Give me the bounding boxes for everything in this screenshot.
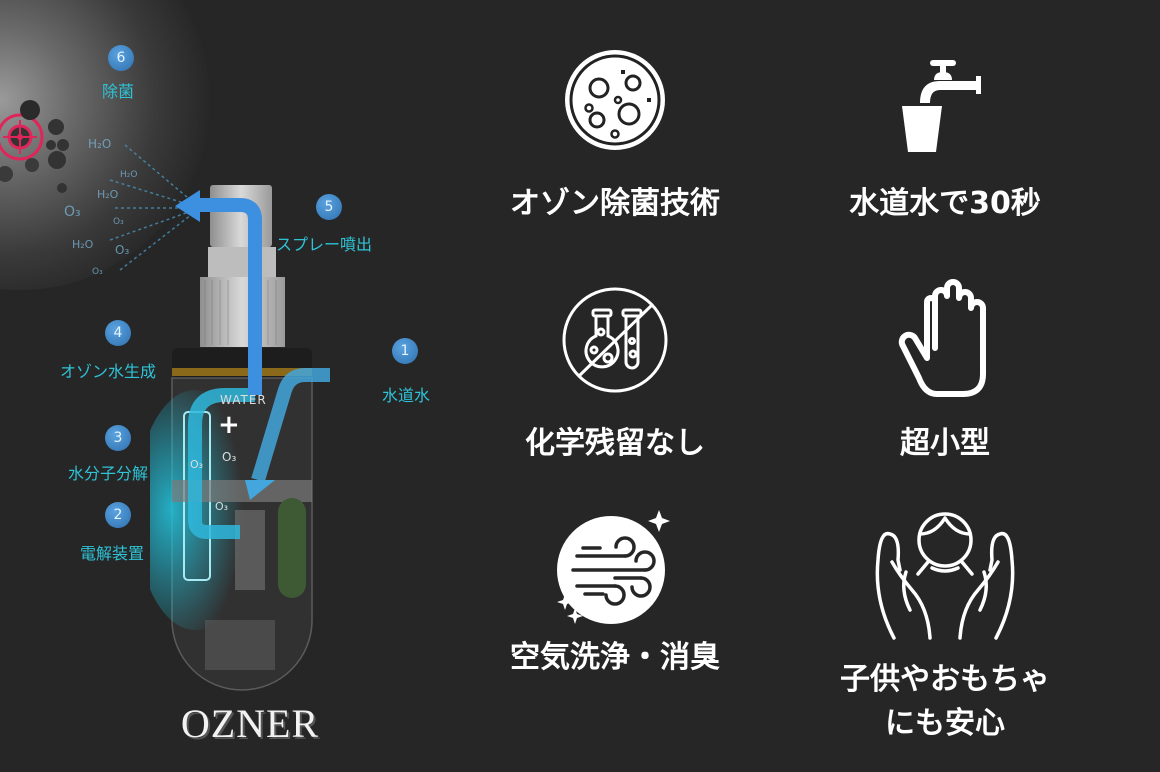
feature-title: 超小型 [900,426,990,461]
step-badge-1: 1 [392,338,418,364]
feature-title-line1: 子供やおもちゃ [840,662,1050,697]
step-label-6: 除菌 [102,82,135,101]
molecule-label: H₂O [72,238,94,251]
feature-ozone-sterilization: オゾン除菌技術 [470,44,760,226]
step-badge-2: 2 [105,502,131,528]
step-label-1: 水道水 [382,386,431,405]
faucet-cup-icon [902,60,981,152]
step-badge-5: 5 [316,194,342,220]
water-label: WATER [220,393,267,407]
feature-air-purify-deodorize: 空気洗浄・消臭 [470,510,760,680]
feature-ultra-compact: 超小型 [800,279,1090,466]
molecule-label: O₃ [222,450,237,464]
molecule-label: O₃ [215,500,229,513]
hand-icon [898,279,986,397]
molecule-label: O₃ [92,267,103,277]
no-chemicals-icon [562,287,668,393]
molecule-label: H₂O [88,137,112,151]
step-label-3: 水分子分解 [68,464,149,483]
product-diagram: H₂O H₂O H₂O O₃ O₃ H₂O O₃ O₃ [0,0,470,772]
step-badge-4: 4 [105,320,131,346]
feature-no-chemical-residue: 化学残留なし [470,284,760,466]
feature-title: 化学残留なし [525,426,705,461]
step-label-5: スプレー噴出 [276,235,373,254]
feature-title-line2: にも安心 [885,706,1005,741]
feature-title: オゾン除菌技術 [510,186,720,221]
feature-tap-water-30s: 水道水で30秒 [800,44,1090,226]
molecule-label: O₃ [113,217,124,227]
feature-grid: オゾン除菌技術 水道水で30秒 [470,0,1160,772]
child-hands-icon [875,512,1015,640]
molecule-label: H₂O [97,188,119,201]
feature-title: 空気洗浄・消臭 [510,640,720,675]
bacteria-petri-dish-icon [565,50,665,150]
step-label-2: 電解装置 [80,544,145,563]
air-wind-icon [557,510,670,624]
step-badge-3: 3 [105,425,131,451]
molecule-label: O₃ [64,204,81,220]
brand-logo: OZNER [180,701,320,746]
molecule-label: O₃ [190,458,204,471]
plus-sign: + [218,410,240,440]
step-label-4: オゾン水生成 [60,362,157,381]
feature-title: 水道水で30秒 [849,186,1041,221]
bacteria-target-icon [0,100,69,193]
feature-safe-for-children-toys: 子供やおもちゃ にも安心 [800,500,1090,746]
molecule-label: O₃ [115,243,130,257]
step-badge-6: 6 [108,45,134,71]
bottle-illustration [150,185,330,691]
molecule-label: H₂O [120,170,138,180]
